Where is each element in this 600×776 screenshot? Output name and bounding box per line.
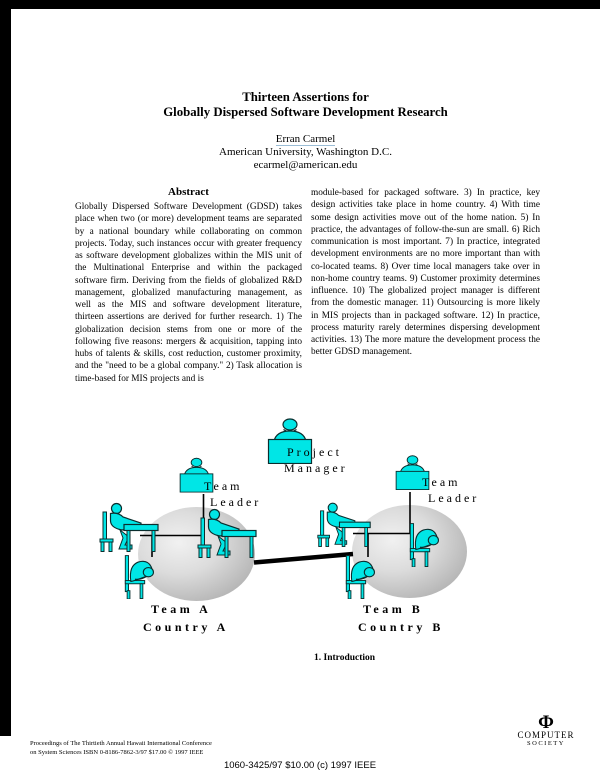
paper-title-line1: Thirteen Assertions for (242, 90, 369, 104)
logo-text-society: SOCIETY (527, 740, 565, 747)
team-leader-a-label-line1: Team (204, 479, 243, 493)
team-a-ellipse (138, 507, 255, 601)
team-a-hunched-worker-icon (122, 551, 160, 599)
abstract-left-column: Globally Dispersed Software Development … (75, 202, 302, 384)
team-leader-b-label-line2: Leader (428, 491, 480, 505)
team-a-inner-worker-desk-icon (196, 506, 258, 558)
proceedings-footnote: Proceedings of The Thirtieth Annual Hawa… (30, 740, 290, 757)
author-row: Erran Carmel (11, 133, 600, 146)
project-manager-label-line1: Project (287, 445, 342, 459)
team-a-worker-desk-icon (98, 500, 160, 552)
scan-border-top (0, 0, 600, 9)
abstract-heading: Abstract (168, 186, 209, 198)
team-b-label: Team B (363, 602, 424, 616)
country-b-label: Country B (358, 620, 444, 634)
scan-border-left (0, 9, 11, 736)
copyright-line: 1060-3425/97 $10.00 (c) 1997 IEEE (223, 760, 377, 771)
team-b-hunched-worker-bottom-icon (343, 551, 381, 599)
computer-society-emblem-icon: Φ (538, 712, 554, 733)
team-b-hunched-worker-top-icon (407, 519, 445, 567)
proceedings-footnote-line1: Proceedings of The Thirtieth Annual Hawa… (30, 740, 212, 747)
abstract-right-column: module-based for packaged software. 3) I… (311, 188, 540, 358)
team-leader-b-label-line1: Team (422, 475, 461, 489)
ieee-computer-society-logo: Φ COMPUTER SOCIETY (504, 712, 588, 748)
country-a-label: Country A (143, 620, 229, 634)
section-1-heading: 1. Introduction (314, 653, 376, 663)
project-manager-label-line2: Manager (284, 461, 348, 475)
logo-text-computer: COMPUTER (517, 730, 575, 740)
author-affiliation: American University, Washington D.C. (219, 146, 392, 158)
author-email: ecarmel@american.edu (253, 159, 358, 171)
proceedings-footnote-line2: on System Sciences ISBN 0-8186-7862-3/97… (30, 748, 204, 756)
author-name-link[interactable]: Erran Carmel (275, 133, 336, 146)
paper-title-line2: Globally Dispersed Software Development … (163, 105, 448, 119)
team-b-worker-desk-icon (316, 500, 372, 547)
team-leader-a-label-line2: Leader (210, 495, 262, 509)
team-a-label: Team A (151, 602, 212, 616)
